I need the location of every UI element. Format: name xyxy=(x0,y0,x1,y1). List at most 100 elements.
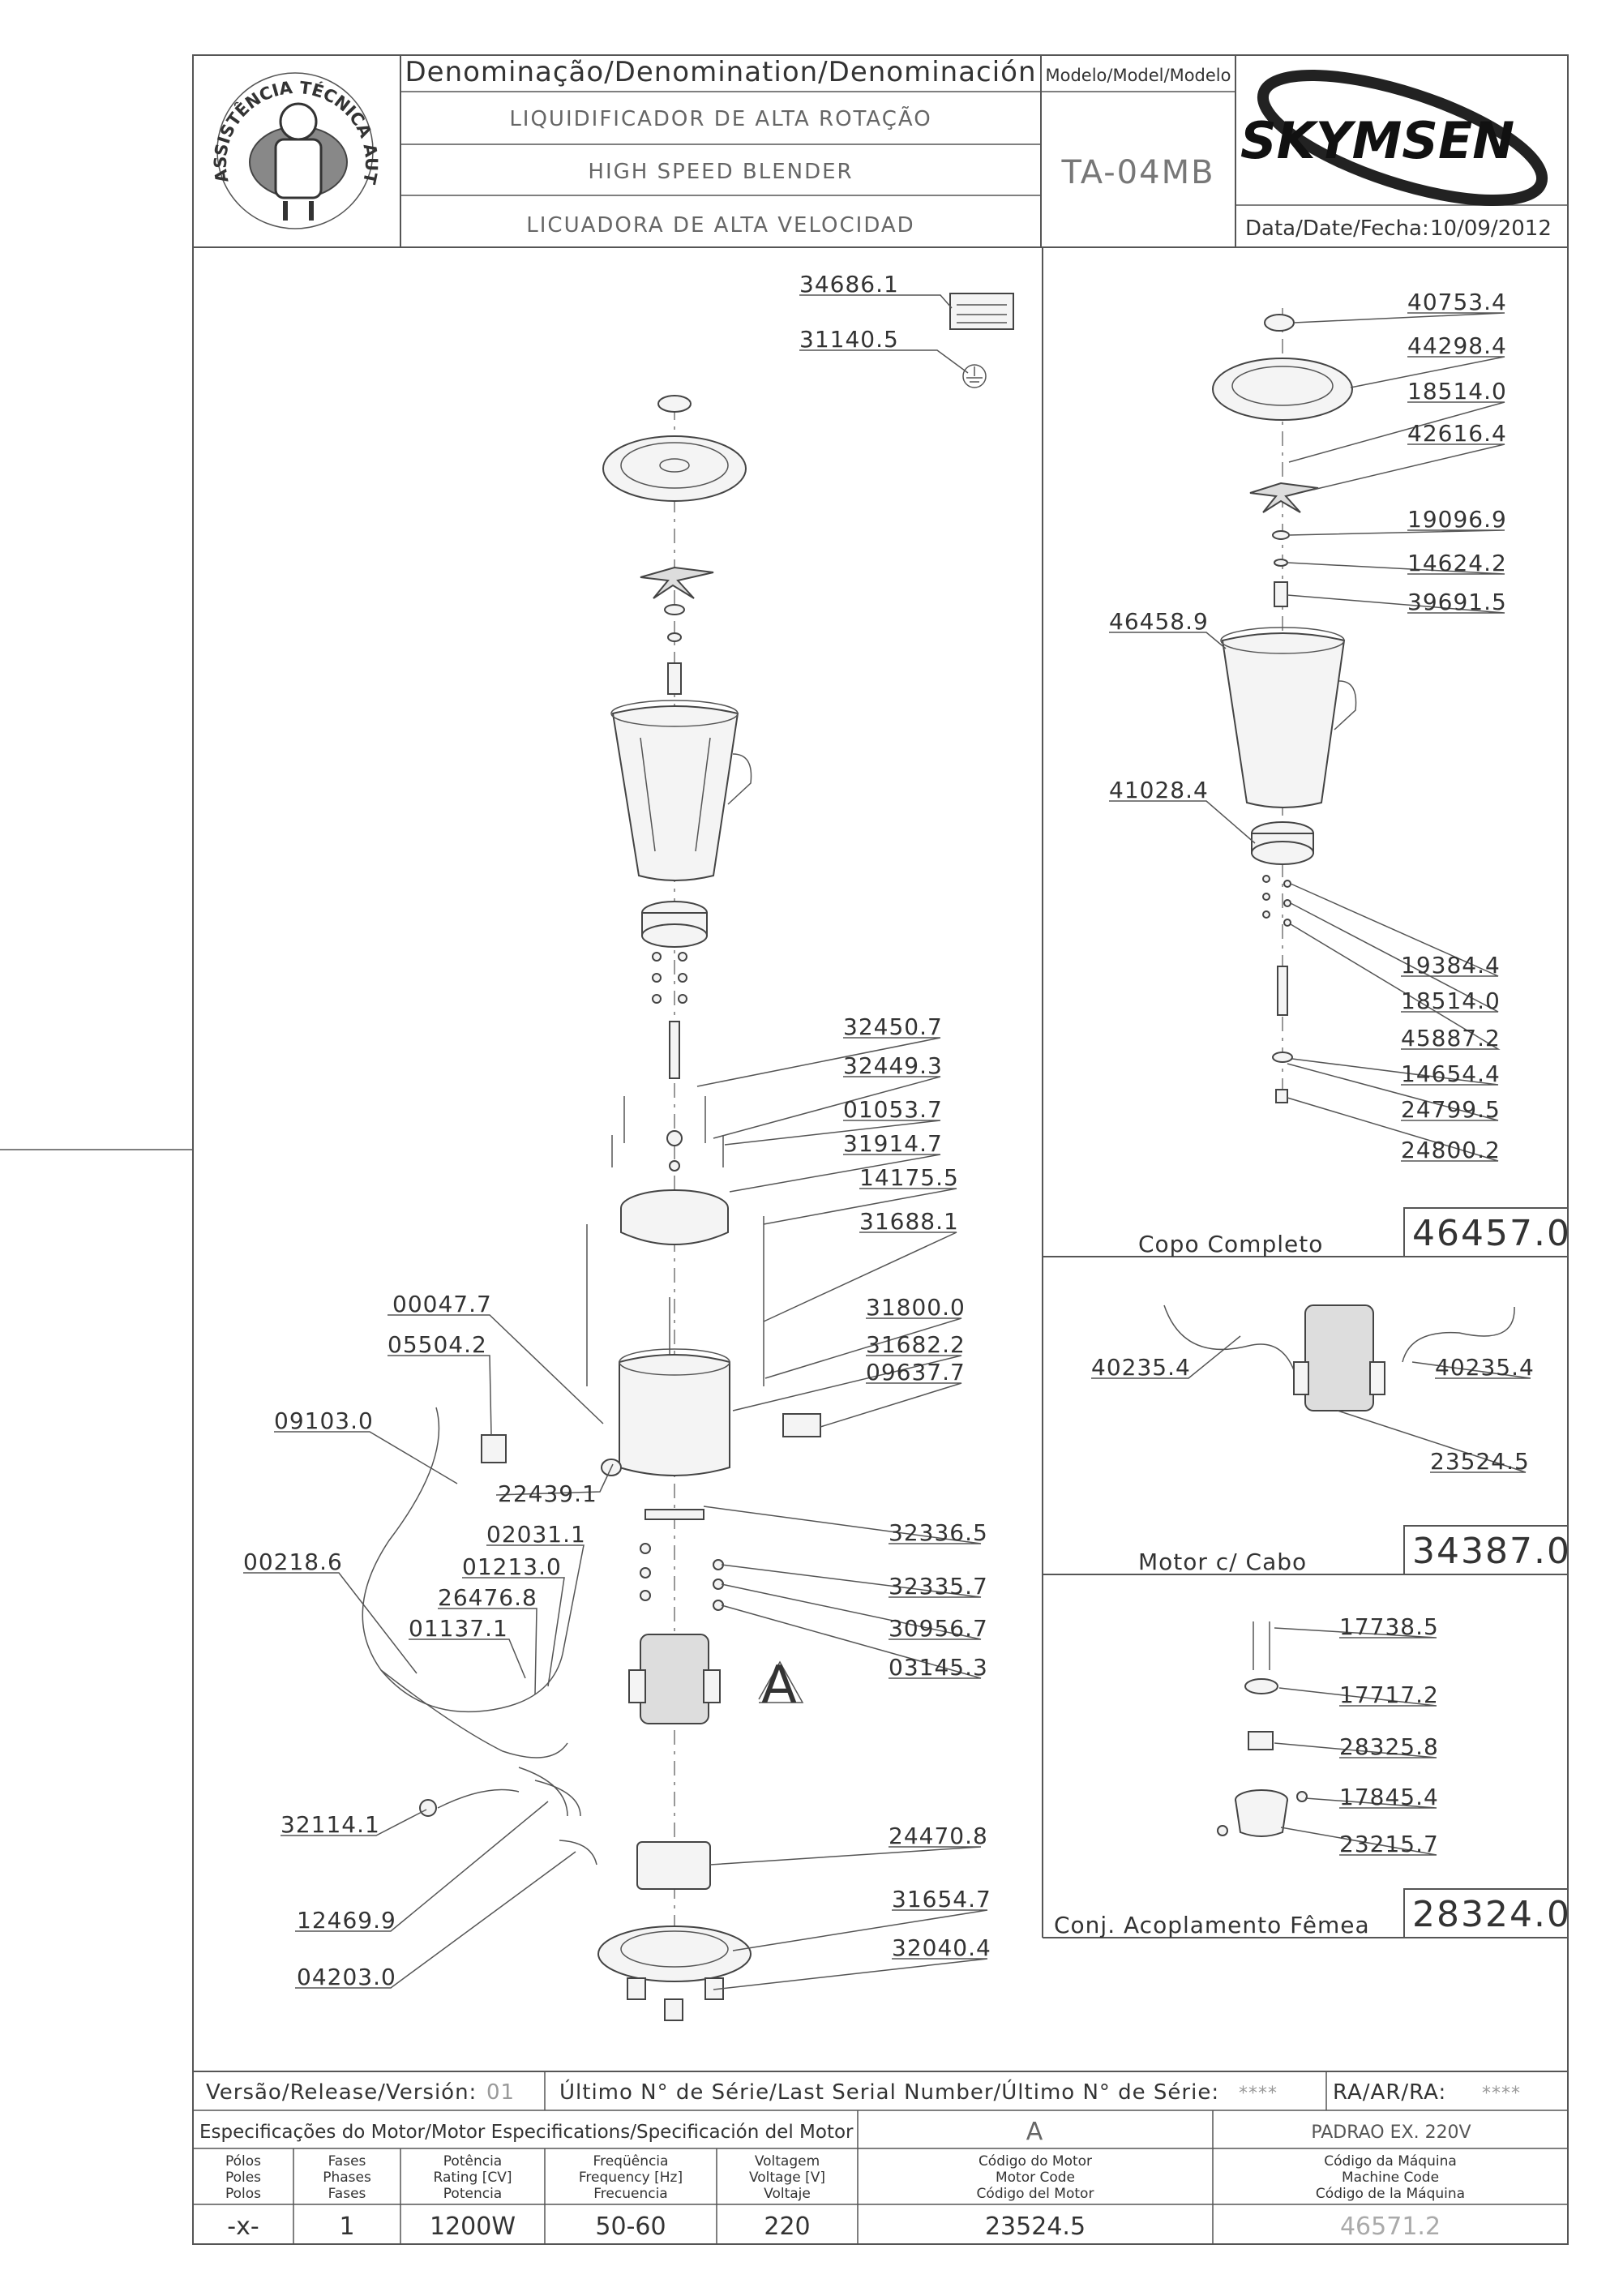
callout-23215-7: 23215.7 xyxy=(1339,1831,1439,1857)
model-value: TA-04MB xyxy=(1060,154,1214,191)
coupling-assembly-code: 28324.0 xyxy=(1412,1894,1571,1935)
col-power-l1: Potência xyxy=(443,2153,502,2170)
col-frequency-l2: Frequency [Hz] xyxy=(579,2170,683,2186)
skymsen-logo: SKYMSEN xyxy=(1240,69,1548,207)
col-phases-l2: Phases xyxy=(323,2170,371,2186)
col-poles-l1: Pólos xyxy=(225,2153,261,2170)
col-voltage-l1: Voltagem xyxy=(755,2153,820,2170)
cup-assembly-label: Copo Completo xyxy=(1138,1231,1323,1257)
product-name-en: HIGH SPEED BLENDER xyxy=(588,160,853,184)
callout-14624-2: 14624.2 xyxy=(1407,550,1507,576)
value-phases: 1 xyxy=(339,2212,354,2241)
callout-01137-1: 01137.1 xyxy=(409,1615,508,1642)
ra-value: **** xyxy=(1482,2084,1521,2104)
col-machine-code-l1: Código da Máquina xyxy=(1324,2153,1457,2170)
callout-19384-4: 19384.4 xyxy=(1401,952,1501,979)
value-poles: -x- xyxy=(227,2212,259,2241)
callout-26476-8: 26476.8 xyxy=(438,1584,537,1611)
callout-31682-2: 31682.2 xyxy=(866,1331,966,1358)
col-voltage-l3: Voltaje xyxy=(764,2186,811,2202)
callout-24800-2: 24800.2 xyxy=(1401,1137,1501,1163)
coupling-exploded-drawing xyxy=(1217,1621,1308,1837)
product-name-pt: LIQUIDIFICADOR DE ALTA ROTAÇÃO xyxy=(509,105,931,131)
callout-18514-0-top: 18514.0 xyxy=(1407,378,1507,405)
callout-31140-5: 31140.5 xyxy=(799,326,899,353)
callout-24799-5: 24799.5 xyxy=(1401,1096,1501,1123)
footer-table: Versão/Release/Versión: 01 Último N° de … xyxy=(193,2071,1568,2244)
col-poles-l2: Poles xyxy=(225,2170,261,2186)
callout-00047-7: 00047.7 xyxy=(392,1291,492,1317)
cup-exploded-drawing xyxy=(1212,308,1357,1103)
value-frequency: 50-60 xyxy=(595,2212,666,2241)
col-motor-code-l1: Código do Motor xyxy=(979,2153,1092,2170)
main-exploded-drawing: A xyxy=(362,293,1014,2021)
callout-39691-5: 39691.5 xyxy=(1407,589,1507,615)
callout-31654-7: 31654.7 xyxy=(892,1886,991,1913)
authorized-service-seal-icon: ASSISTÊNCIA TÉCNICA AUTORIZADA xyxy=(0,0,381,229)
callout-24470-8: 24470.8 xyxy=(889,1823,988,1849)
callout-12469-9: 12469.9 xyxy=(297,1907,396,1934)
date-label: Data/Date/Fecha: xyxy=(1245,216,1429,241)
right-panels xyxy=(1042,247,1569,1938)
drawing-frame xyxy=(192,54,1569,2245)
col-motor-code-l2: Motor Code xyxy=(996,2170,1075,2186)
callout-32336-5: 32336.5 xyxy=(889,1519,988,1546)
callout-32449-3: 32449.3 xyxy=(843,1052,943,1079)
cup-callouts: 40753.4 44298.4 18514.0 42616.4 19096.9 … xyxy=(1109,289,1571,1257)
callout-01053-7: 01053.7 xyxy=(843,1096,943,1123)
date-value: 10/09/2012 xyxy=(1430,216,1552,241)
spec-title: Especificações do Motor/Motor Especifica… xyxy=(199,2122,854,2143)
callout-02031-1: 02031.1 xyxy=(486,1521,586,1548)
serial-label: Último N° de Série/Last Serial Number/Úl… xyxy=(559,2079,1219,2105)
col-poles-l3: Polos xyxy=(225,2186,261,2202)
callout-03145-3: 03145.3 xyxy=(889,1654,988,1681)
col-power-l3: Potencia xyxy=(443,2186,502,2202)
col-voltage-l2: Voltage [V] xyxy=(749,2170,825,2186)
callout-46458-9: 46458.9 xyxy=(1109,608,1209,635)
leader-lines xyxy=(243,294,1531,1990)
callout-09103-0: 09103.0 xyxy=(274,1407,374,1434)
callout-00218-6: 00218.6 xyxy=(243,1549,343,1575)
callout-31914-7: 31914.7 xyxy=(843,1130,943,1157)
value-motor-code: 23524.5 xyxy=(985,2212,1086,2241)
coupling-assembly-label: Conj. Acoplamento Fêmea xyxy=(1054,1912,1370,1938)
callout-17738-5: 17738.5 xyxy=(1339,1613,1439,1640)
callout-32450-7: 32450.7 xyxy=(843,1013,943,1040)
callout-18514-0-bottom: 18514.0 xyxy=(1401,987,1501,1014)
callout-19096-9: 19096.9 xyxy=(1407,506,1507,533)
callout-40753-4: 40753.4 xyxy=(1407,289,1507,315)
col-frequency-l1: Freqüência xyxy=(593,2153,669,2170)
col-machine-code-l2: Machine Code xyxy=(1342,2170,1439,2186)
callout-40235-4-right: 40235.4 xyxy=(1435,1354,1535,1381)
spec-variant: A xyxy=(1026,2118,1043,2146)
callout-23524-5: 23524.5 xyxy=(1430,1448,1530,1475)
version-label: Versão/Release/Versión: xyxy=(206,2080,477,2105)
callout-44298-4: 44298.4 xyxy=(1407,332,1507,359)
col-phases-l3: Fases xyxy=(328,2186,366,2202)
callout-34686-1: 34686.1 xyxy=(799,271,899,298)
coupling-callouts: 17738.5 17717.2 28325.8 17845.4 23215.7 … xyxy=(1054,1613,1571,1938)
ra-label: RA/AR/RA: xyxy=(1333,2080,1446,2105)
col-phases-l1: Fases xyxy=(328,2153,366,2170)
callout-01213-0: 01213.0 xyxy=(462,1553,562,1580)
callout-32114-1: 32114.1 xyxy=(280,1811,380,1838)
denomination-title: Denominação/Denomination/Denominación xyxy=(405,56,1036,88)
callout-17845-4: 17845.4 xyxy=(1339,1784,1439,1810)
col-power-l2: Rating [CV] xyxy=(434,2170,512,2186)
col-machine-code-l3: Código de la Máquina xyxy=(1316,2186,1465,2202)
brand-name: SKYMSEN xyxy=(1240,111,1514,170)
col-frequency-l3: Frecuencia xyxy=(593,2186,667,2202)
callout-14175-5: 14175.5 xyxy=(859,1164,959,1191)
callout-05504-2: 05504.2 xyxy=(388,1331,487,1358)
callout-17717-2: 17717.2 xyxy=(1339,1681,1439,1708)
callout-45887-2: 45887.2 xyxy=(1401,1025,1501,1052)
value-power: 1200W xyxy=(430,2212,516,2241)
motor-exploded-drawing xyxy=(1163,1304,1515,1411)
main-callouts: 34686.1 31140.5 32450.7 32449.3 01053.7 … xyxy=(243,271,991,1990)
callout-32040-4: 32040.4 xyxy=(892,1934,991,1961)
cup-assembly-code: 46457.0 xyxy=(1412,1213,1571,1254)
version-value: 01 xyxy=(486,2080,515,2105)
serial-value: **** xyxy=(1239,2084,1278,2104)
callout-30956-7: 30956.7 xyxy=(889,1615,988,1642)
